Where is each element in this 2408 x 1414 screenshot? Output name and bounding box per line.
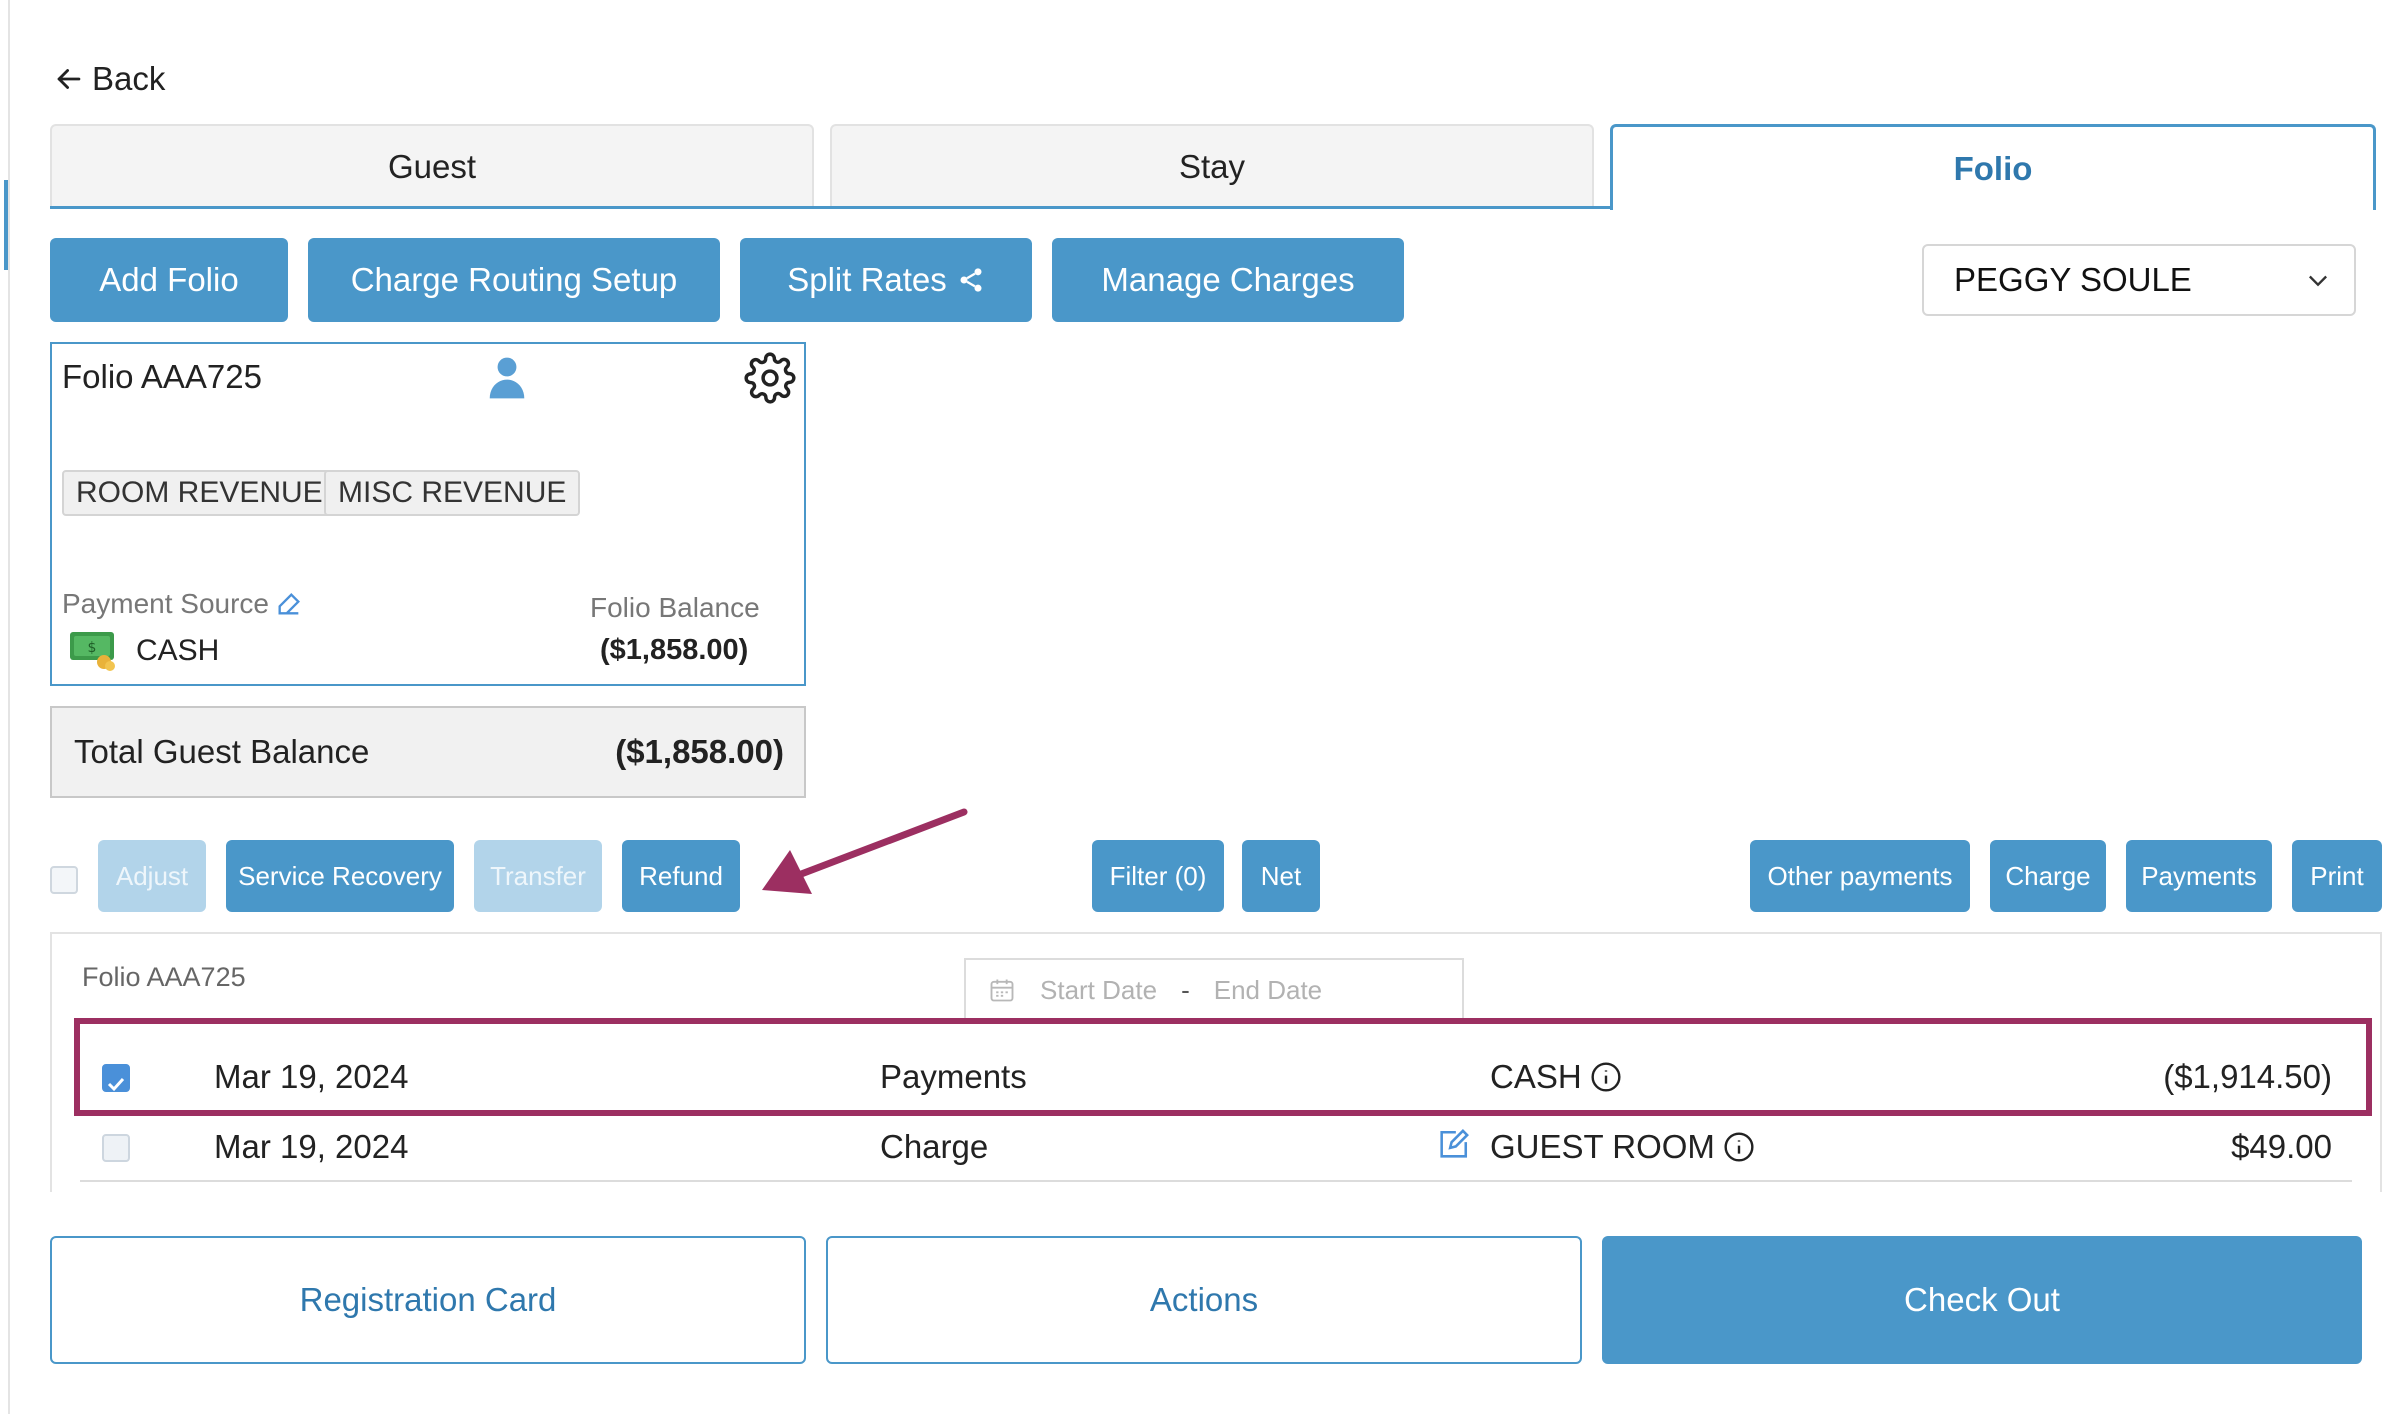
filter-label: Filter (0)	[1109, 860, 1207, 891]
table-row[interactable]: Mar 19, 2024 Payments CASH ($1,914.50)	[80, 1044, 2352, 1110]
edit-icon[interactable]	[1436, 1128, 1470, 1162]
row-amount: $49.00	[2231, 1128, 2332, 1165]
split-rates-button[interactable]: Split Rates	[740, 238, 1032, 322]
tag-room-revenue: ROOM REVENUE	[62, 470, 337, 516]
tab-underline	[50, 206, 1612, 209]
row-date: Mar 19, 2024	[214, 1128, 409, 1165]
svg-text:$: $	[88, 640, 97, 656]
row-checkbox[interactable]	[102, 1134, 130, 1162]
other-payments-label: Other payments	[1767, 860, 1953, 891]
charge-routing-label: Charge Routing Setup	[350, 261, 678, 298]
check-out-label: Check Out	[1904, 1281, 2060, 1318]
net-button[interactable]: Net	[1242, 840, 1320, 912]
check-out-button[interactable]: Check Out	[1602, 1236, 2362, 1364]
charge-button[interactable]: Charge	[1990, 840, 2106, 912]
back-link[interactable]: Back	[52, 60, 165, 98]
left-edge-divider	[8, 0, 10, 1414]
add-folio-button[interactable]: Add Folio	[50, 238, 288, 322]
total-guest-balance-label: Total Guest Balance	[74, 733, 370, 770]
manage-charges-label: Manage Charges	[1101, 261, 1355, 298]
charge-routing-setup-button[interactable]: Charge Routing Setup	[308, 238, 720, 322]
calendar-icon	[990, 979, 1014, 1002]
row-checkbox[interactable]	[102, 1064, 130, 1092]
actions-button[interactable]: Actions	[826, 1236, 1582, 1364]
other-payments-button[interactable]: Other payments	[1750, 840, 1970, 912]
service-recovery-button[interactable]: Service Recovery	[226, 840, 454, 912]
split-rates-label: Split Rates	[787, 261, 947, 298]
cash-icon: $	[70, 632, 115, 671]
print-label: Print	[2310, 860, 2364, 891]
tab-guest-label: Guest	[387, 148, 477, 185]
annotation-arrow	[762, 808, 968, 894]
row-divider	[80, 1180, 2352, 1182]
filter-button[interactable]: Filter (0)	[1092, 840, 1224, 912]
total-guest-balance-value: ($1,858.00)	[615, 733, 784, 770]
gear-icon[interactable]	[744, 352, 796, 404]
row-description: CASH	[1490, 1058, 1622, 1096]
info-icon[interactable]	[1723, 1131, 1755, 1163]
payments-button[interactable]: Payments	[2126, 840, 2272, 912]
date-range-picker[interactable]: Start Date - End Date	[964, 958, 1464, 1020]
share-icon	[960, 268, 982, 292]
end-date-placeholder[interactable]: End Date	[1213, 974, 1323, 1005]
registration-card-label: Registration Card	[299, 1281, 557, 1318]
row-description-text: GUEST ROOM	[1490, 1128, 1715, 1165]
charge-label: Charge	[2005, 860, 2091, 891]
registration-card-button[interactable]: Registration Card	[50, 1236, 806, 1364]
row-description: GUEST ROOM	[1490, 1128, 1755, 1166]
print-button[interactable]: Print	[2292, 840, 2382, 912]
guest-select-value: PEGGY SOULE	[1954, 261, 2192, 298]
payment-source-value: CASH	[136, 634, 220, 667]
person-icon	[489, 357, 525, 399]
tab-stay[interactable]: Stay	[830, 124, 1594, 208]
adjust-button[interactable]: Adjust	[98, 840, 206, 912]
folio-balance-value: ($1,858.00)	[600, 634, 749, 666]
folio-card-title: Folio AAA725	[62, 358, 262, 395]
tag-misc-revenue: MISC REVENUE	[324, 470, 581, 516]
guest-select[interactable]: PEGGY SOULE	[1922, 244, 2356, 316]
highlight-box	[74, 1018, 2372, 1116]
check-icon	[107, 1077, 125, 1092]
tab-folio[interactable]: Folio	[1610, 124, 2376, 210]
total-guest-balance: Total Guest Balance ($1,858.00)	[50, 706, 806, 798]
add-folio-label: Add Folio	[99, 261, 239, 298]
row-description-text: CASH	[1490, 1058, 1582, 1095]
back-label: Back	[92, 60, 166, 97]
left-edge-accent	[4, 180, 8, 270]
refund-button[interactable]: Refund	[622, 840, 740, 912]
edit-icon[interactable]	[275, 590, 303, 618]
row-type: Charge	[880, 1128, 989, 1165]
refund-label: Refund	[639, 860, 723, 891]
row-amount: ($1,914.50)	[2163, 1058, 2332, 1095]
info-icon[interactable]	[1590, 1061, 1622, 1093]
actions-label: Actions	[1149, 1281, 1259, 1318]
payment-source-label: Payment Source	[62, 588, 303, 620]
service-recovery-label: Service Recovery	[238, 860, 442, 891]
tab-folio-label: Folio	[1953, 149, 2033, 187]
row-date: Mar 19, 2024	[214, 1058, 409, 1095]
date-separator: -	[1181, 974, 1190, 1005]
tab-stay-label: Stay	[1178, 148, 1246, 185]
payments-label: Payments	[2141, 860, 2257, 891]
chevron-down-icon	[2309, 275, 2327, 287]
manage-charges-button[interactable]: Manage Charges	[1052, 238, 1404, 322]
transfer-label: Transfer	[490, 860, 586, 891]
transactions-panel-title: Folio AAA725	[82, 962, 246, 992]
folio-balance-label: Folio Balance	[590, 592, 760, 623]
arrow-left-icon	[57, 69, 81, 89]
net-label: Net	[1260, 860, 1302, 891]
start-date-placeholder[interactable]: Start Date	[1040, 974, 1158, 1005]
table-row[interactable]: Mar 19, 2024 Charge GUEST ROOM $49.00	[80, 1114, 2352, 1180]
select-all-checkbox[interactable]	[50, 866, 78, 894]
tab-guest[interactable]: Guest	[50, 124, 814, 208]
adjust-label: Adjust	[115, 860, 189, 891]
transfer-button[interactable]: Transfer	[474, 840, 602, 912]
transactions-panel	[50, 932, 2382, 1192]
row-type: Payments	[880, 1058, 1027, 1095]
payment-source-label-text: Payment Source	[62, 588, 269, 619]
